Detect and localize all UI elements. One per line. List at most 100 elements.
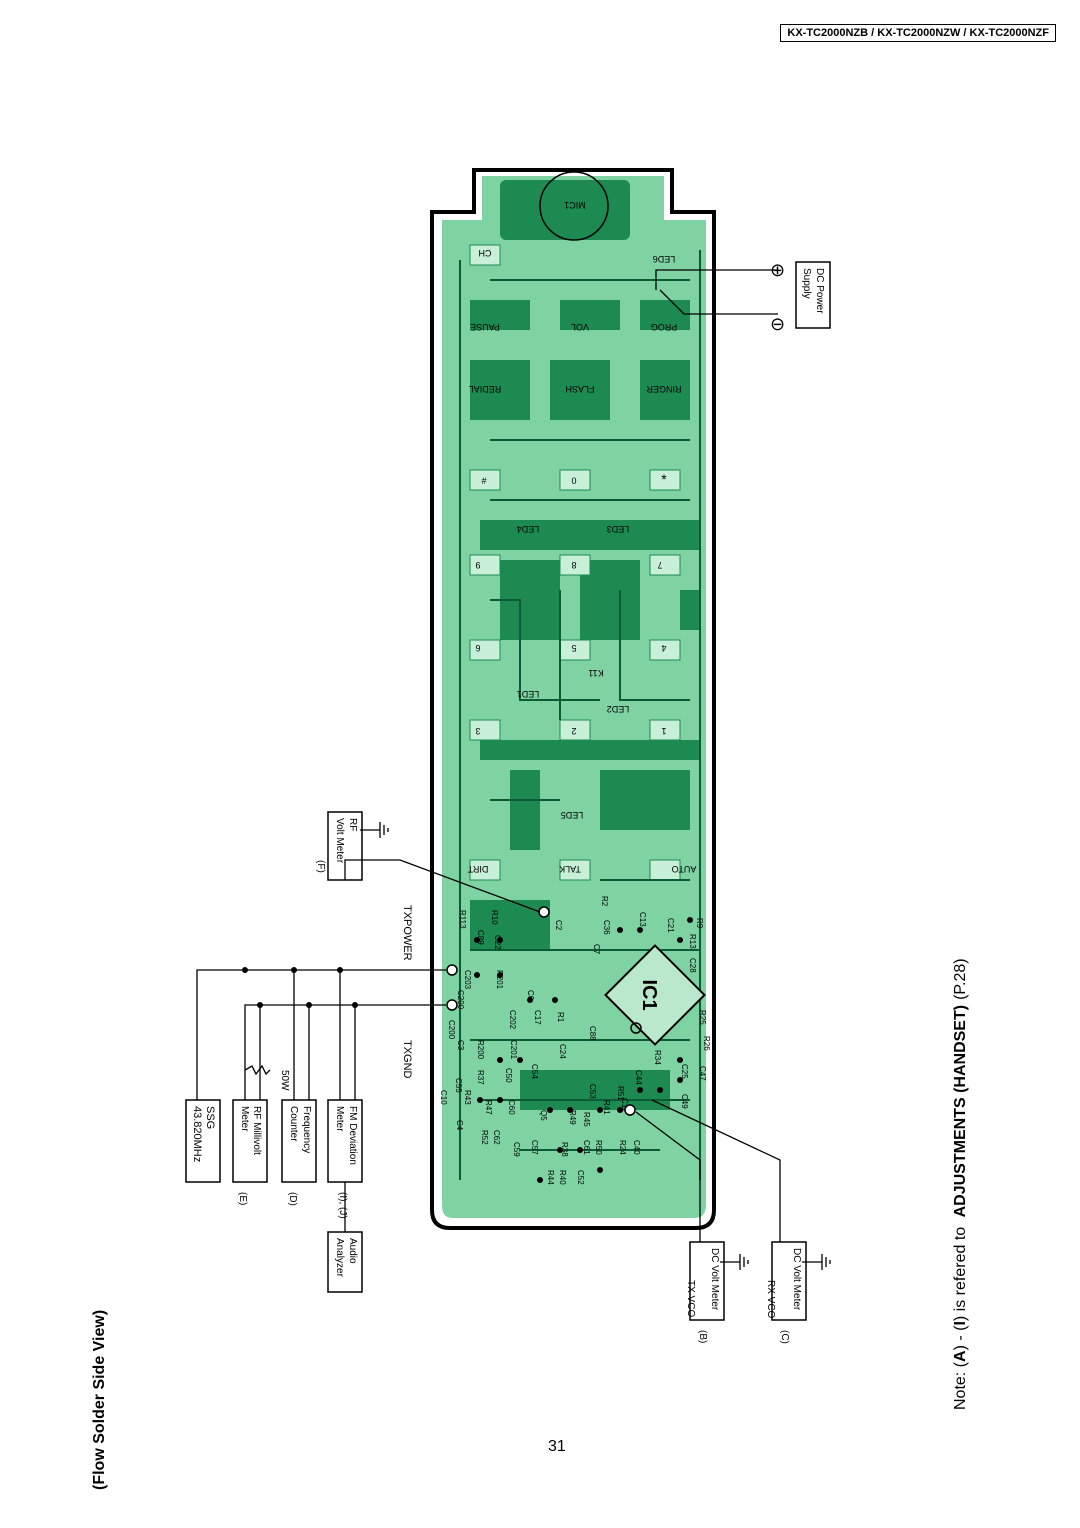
svg-text:R25: R25 [698, 1010, 707, 1025]
svg-text:C50: C50 [504, 1068, 513, 1083]
svg-text:R38: R38 [560, 1142, 569, 1157]
svg-text:LED1: LED1 [517, 689, 540, 699]
svg-text:7: 7 [657, 560, 662, 570]
svg-text:R34: R34 [653, 1050, 662, 1065]
svg-text:C53: C53 [588, 1084, 597, 1099]
instrument-rf-millivolt: RF Millivolt Meter (E) 50W [232, 1070, 290, 1205]
svg-text:43.820MHz: 43.820MHz [191, 1106, 203, 1162]
svg-text:DC Volt Meter: DC Volt Meter [709, 1248, 720, 1311]
svg-text:C3: C3 [456, 1040, 465, 1051]
board-labels: MIC1 CH PAUSE VOL PROG REDIAL FLASH RING… [439, 200, 711, 1185]
svg-text:0: 0 [571, 476, 576, 486]
svg-text:Volt Meter: Volt Meter [334, 818, 345, 864]
svg-text:TALK: TALK [559, 864, 581, 874]
note-line: Note: (A) - (I) is refered to ADJUSTMENT… [952, 958, 969, 1410]
ic1-chip [604, 944, 706, 1046]
svg-text:MIC1: MIC1 [564, 200, 586, 210]
svg-text:LED5: LED5 [561, 810, 584, 820]
svg-text:C4: C4 [455, 1120, 464, 1131]
svg-text:Note: (A) - (I) is refered to: Note: (A) - (I) is refered to ADJUSTMENT… [952, 958, 969, 1410]
svg-text:(F): (F) [315, 860, 326, 873]
svg-text:Meter: Meter [239, 1106, 250, 1132]
svg-text:R24: R24 [618, 1140, 627, 1155]
svg-text:R2: R2 [600, 896, 609, 907]
svg-text:R113: R113 [458, 910, 467, 929]
svg-text:VOL: VOL [571, 322, 589, 332]
svg-text:LED4: LED4 [517, 524, 540, 534]
svg-text:DC Power: DC Power [814, 268, 825, 314]
svg-text:R9: R9 [695, 918, 704, 929]
svg-text:C61: C61 [582, 1140, 591, 1155]
svg-text:RX VCO: RX VCO [765, 1280, 776, 1319]
svg-text:R50: R50 [594, 1140, 603, 1155]
svg-text:C202: C202 [508, 1010, 517, 1030]
txpower-label: TXPOWER [401, 905, 413, 961]
instrument-audio-analyzer: Audio Analyzer [327, 1231, 363, 1293]
instrument-ssg: SSG 43.820MHz [185, 1099, 221, 1183]
svg-text:Counter: Counter [288, 1106, 299, 1142]
svg-text:3: 3 [475, 726, 480, 736]
svg-text:C203: C203 [463, 970, 472, 990]
svg-text:R52: R52 [480, 1130, 489, 1145]
svg-text:Meter: Meter [334, 1106, 345, 1132]
instrument-tx-vco: TX VCO DC Volt Meter (B) [685, 1241, 725, 1343]
svg-text:DIRT: DIRT [467, 864, 488, 874]
svg-text:C17: C17 [533, 1010, 542, 1025]
svg-text:LED3: LED3 [607, 524, 630, 534]
svg-text:PAUSE: PAUSE [470, 322, 500, 332]
svg-text:C54: C54 [530, 1064, 539, 1079]
svg-text:TX VCO: TX VCO [685, 1280, 696, 1317]
minus-terminal-icon: ⊖ [770, 314, 785, 334]
svg-text:Supply: Supply [801, 268, 812, 299]
svg-text:REDIAL: REDIAL [469, 384, 502, 394]
svg-text:Analyzer: Analyzer [334, 1238, 345, 1278]
svg-text:6: 6 [475, 643, 480, 653]
svg-text:(E): (E) [237, 1192, 248, 1205]
svg-text:RF: RF [347, 818, 358, 831]
svg-text:RINGER: RINGER [646, 384, 682, 394]
svg-text:(C): (C) [779, 1330, 790, 1344]
svg-text:C7: C7 [592, 944, 601, 955]
svg-text:C88: C88 [588, 1026, 597, 1041]
svg-text:5: 5 [571, 643, 576, 653]
wiring [196, 269, 831, 1270]
svg-text:C36: C36 [602, 920, 611, 935]
model-header: KX-TC2000NZB / KX-TC2000NZW / KX-TC2000N… [780, 24, 1056, 42]
svg-text:*: * [661, 471, 667, 487]
svg-text:R26: R26 [702, 1036, 711, 1051]
svg-text:DC Volt Meter: DC Volt Meter [791, 1248, 802, 1311]
svg-text:2: 2 [571, 726, 576, 736]
svg-text:R40: R40 [558, 1170, 567, 1185]
svg-text:C6: C6 [526, 990, 535, 1001]
svg-text:R10: R10 [490, 910, 499, 925]
svg-text:SSG: SSG [204, 1106, 216, 1129]
svg-text:R37: R37 [476, 1070, 485, 1085]
instrument-frequency-counter: Frequency Counter (D) [281, 1099, 317, 1206]
instrument-rf-volt: RF Volt Meter (F) [315, 811, 363, 881]
svg-text:R47: R47 [484, 1100, 493, 1115]
svg-text:C13: C13 [638, 912, 647, 927]
svg-text:C22: C22 [493, 935, 502, 950]
svg-text:R201: R201 [495, 970, 504, 990]
txpower-point [446, 964, 458, 976]
mic1-outline [539, 171, 609, 241]
svg-text:K11: K11 [588, 668, 603, 678]
svg-text:C200: C200 [456, 990, 465, 1010]
svg-text:Frequency: Frequency [301, 1106, 312, 1153]
svg-text:#: # [481, 476, 486, 486]
svg-text:C59: C59 [512, 1142, 521, 1157]
svg-text:C10: C10 [439, 1090, 448, 1105]
svg-text:C11: C11 [620, 1098, 629, 1113]
svg-text:R49: R49 [568, 1110, 577, 1125]
junction-dots [242, 967, 358, 1008]
svg-text:C62: C62 [492, 1130, 501, 1145]
instrument-fm-deviation: FM Deviation Meter (I), (J) [327, 1099, 363, 1219]
svg-text:C57: C57 [530, 1140, 539, 1155]
txgnd-point [446, 999, 458, 1011]
svg-text:PROG: PROG [651, 322, 678, 332]
svg-text:R51: R51 [616, 1086, 625, 1101]
svg-text:(I), (J): (I), (J) [337, 1192, 348, 1219]
svg-text:C60: C60 [507, 1100, 516, 1115]
svg-text:C55: C55 [454, 1078, 463, 1093]
